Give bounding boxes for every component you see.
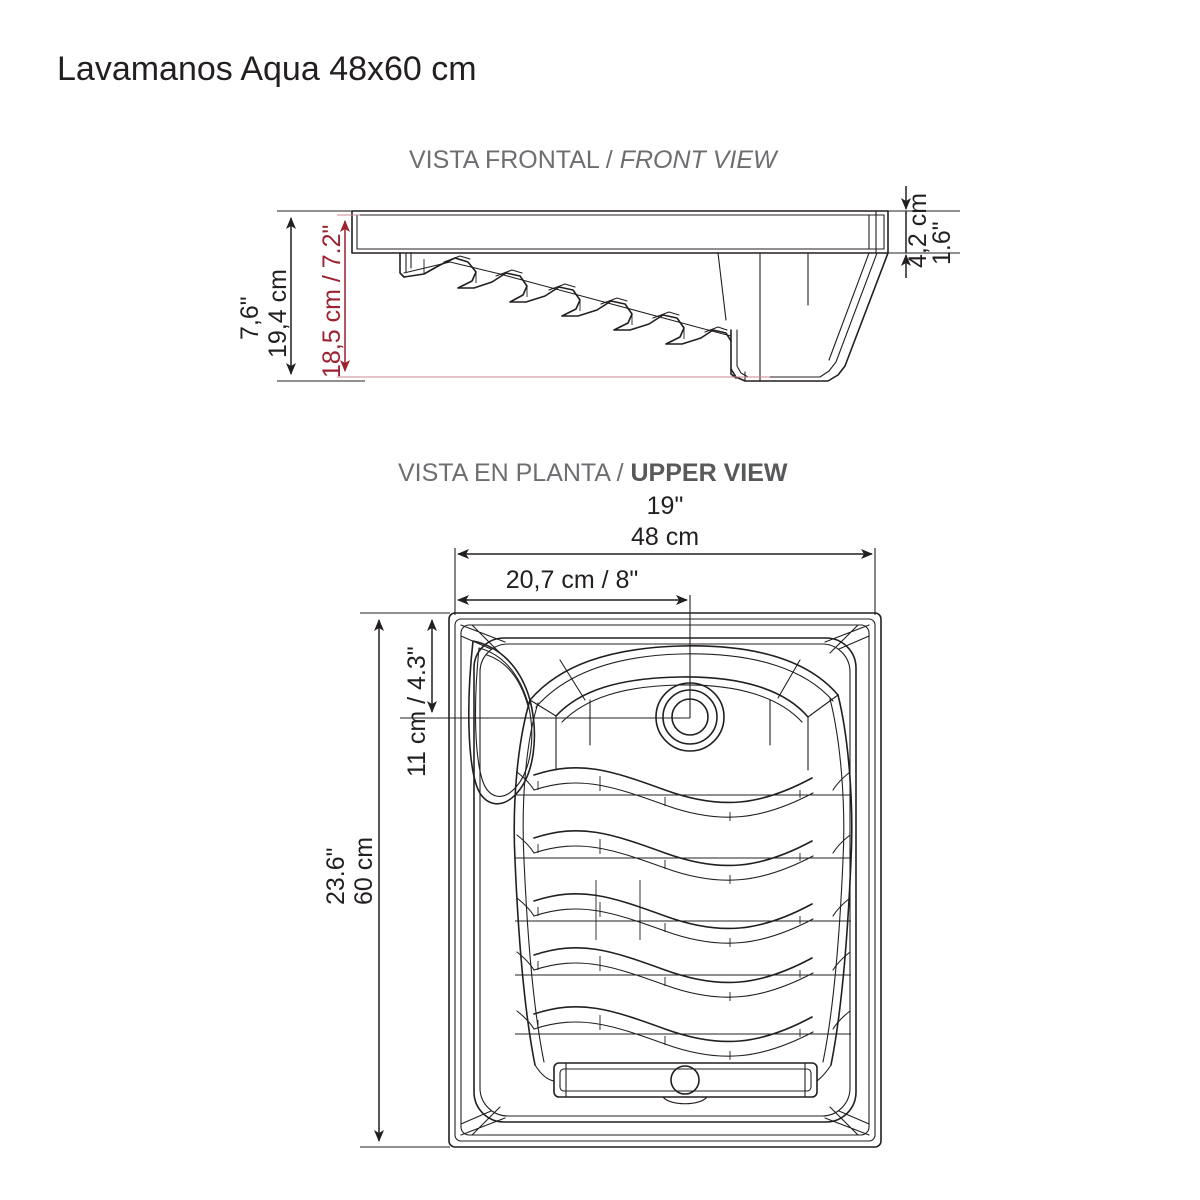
front-view-heading: VISTA FRONTAL / FRONT VIEW [409,146,779,174]
upper-drain-offset-label: 20,7 cm / 8" [506,566,639,594]
overflow-hole-icon [670,1065,700,1095]
front-view-label-es: VISTA FRONTAL [409,146,600,174]
upper-view-left-dimensions: 23.6" 60 cm 11 cm / 4.3" [322,612,690,1148]
front-rim-thickness-inch-label: 1.6" [928,221,956,265]
upper-view-top-dimensions: 19" 48 cm 20,7 cm / 8" [454,492,876,718]
upper-view-label-es: VISTA EN PLANTA [398,459,611,487]
washboard-ribs [516,766,851,1060]
upper-view-label-en: UPPER VIEW [631,459,788,487]
sink-outer-rim [448,612,882,1148]
upper-view-heading: VISTA EN PLANTA / UPPER VIEW [398,459,788,487]
page-title: Lavamanos Aqua 48x60 cm [57,50,477,88]
upper-view-drawing [448,612,882,1148]
upper-width-inch-label: 19" [647,492,684,520]
upper-width-cm-label: 48 cm [631,523,699,551]
drain-circle-icon [655,682,725,752]
upper-view-label-sep: / [610,459,631,487]
front-basin-depth-label: 18,5 cm / 7.2" [318,225,346,378]
front-view-drawing [351,210,889,382]
front-rim-thickness-cm-label: 4,2 cm [904,193,932,268]
upper-drain-from-top-label: 11 cm / 4.3" [403,646,431,777]
svg-text:VISTA FRONTAL / FRONT VIEW: VISTA FRONTAL / FRONT VIEW [409,146,779,174]
upper-length-inch-label: 23.6" [322,847,350,905]
soap-ledge-icon [468,640,536,805]
front-overall-height-cm-label: 19,4 cm [264,269,292,358]
upper-length-cm-label: 60 cm [350,837,378,905]
front-view-label-sep: / [599,146,620,174]
sink-bowl-opening [473,637,857,1123]
front-overall-height-inch-label: 7,6" [236,296,264,340]
front-view-label-en: FRONT VIEW [620,146,779,174]
front-view-dimensions: 7,6" 19,4 cm 18,5 cm / 7.2" 1.6" 4,2 cm [236,186,960,382]
bottom-trough-bar [553,1062,818,1105]
svg-text:VISTA EN PLANTA / UPPER VIEW: VISTA EN PLANTA / UPPER VIEW [398,459,788,487]
